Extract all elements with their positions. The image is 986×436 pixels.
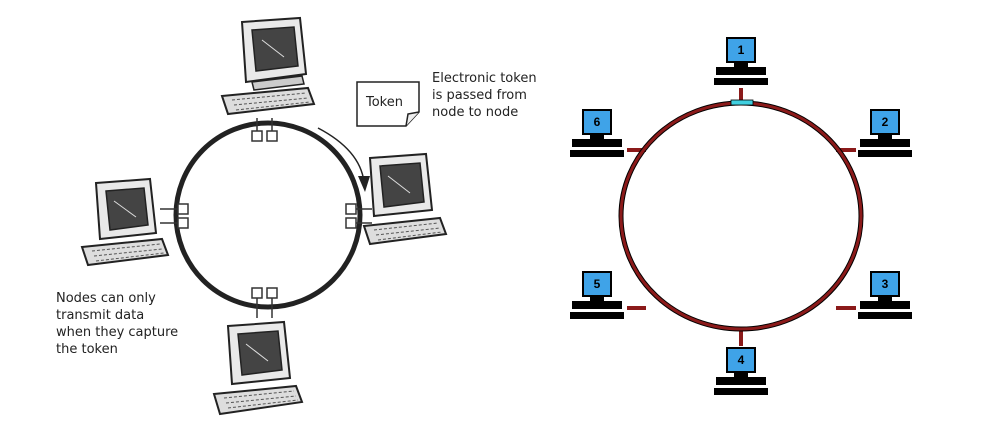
left-computer-right (362, 152, 448, 246)
token-description: Electronic token is passed from node to … (432, 71, 537, 120)
left-token-ring-diagram (80, 16, 448, 416)
node-3 (858, 271, 912, 319)
node-label-2: 2 (881, 115, 889, 129)
capture-note: Nodes can only transmit data when they c… (56, 291, 179, 357)
right-ring-diagram (570, 37, 912, 395)
node-label-1: 1 (737, 43, 745, 57)
left-computer-bottom (212, 320, 304, 416)
stubs (627, 88, 856, 346)
node-5 (570, 271, 624, 319)
left-computer-top (220, 16, 316, 116)
connector-right (345, 203, 372, 229)
connector-bottom (251, 287, 278, 318)
node-2 (858, 109, 912, 157)
node-label-4: 4 (737, 353, 745, 367)
node-1 (714, 37, 768, 85)
node-label-6: 6 (593, 115, 601, 129)
connector-top (251, 118, 278, 142)
node-4 (714, 347, 768, 395)
node-label-5: 5 (593, 277, 601, 291)
token-label: Token (366, 95, 403, 110)
left-computer-left (80, 177, 170, 267)
connector-left (160, 203, 189, 229)
node-6 (570, 109, 624, 157)
node-label-3: 3 (881, 277, 889, 291)
token-card (356, 81, 420, 127)
token-pass-arrow (317, 127, 370, 192)
left-ring (173, 120, 363, 310)
token-segment (730, 99, 754, 106)
right-ring (619, 101, 863, 331)
